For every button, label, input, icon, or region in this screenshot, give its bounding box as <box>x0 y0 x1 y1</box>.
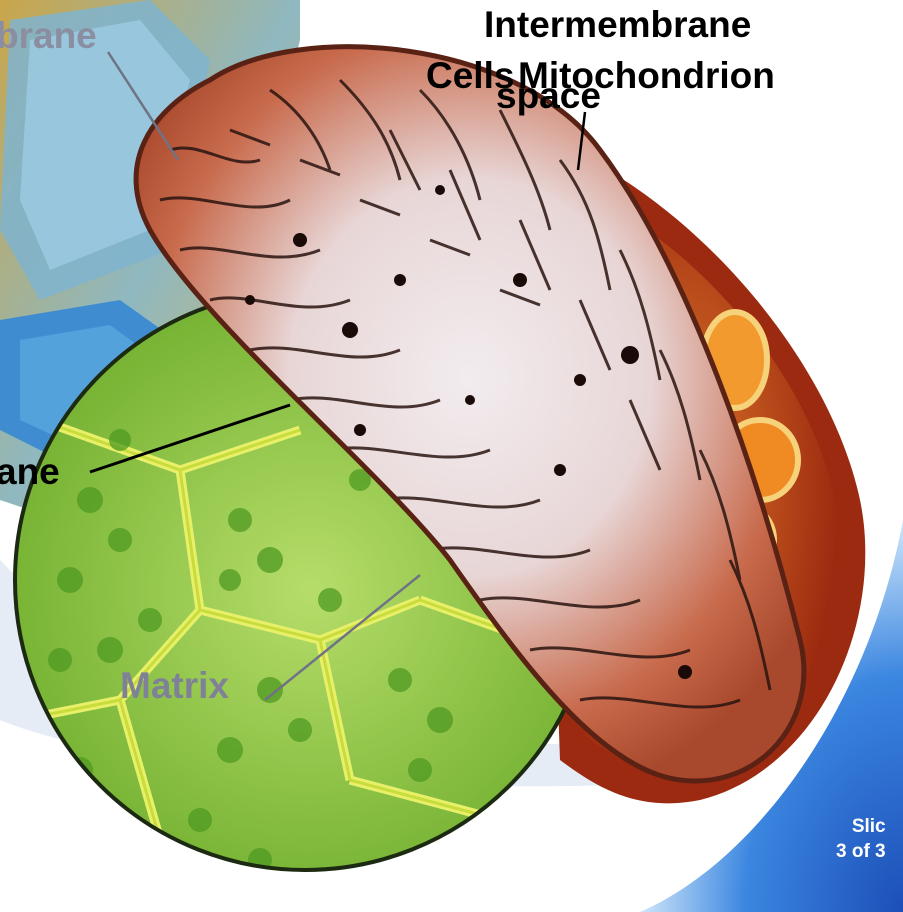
cells-label: Cells <box>426 57 514 94</box>
slide-number-line1: Slic <box>836 815 886 840</box>
slide-number: Slic 3 of 3 <box>836 815 886 864</box>
slide-number-line2: 3 of 3 <box>836 840 886 865</box>
intermembrane-label-line1: Intermembrane <box>484 6 751 43</box>
matrix-label: Matrix <box>120 667 229 704</box>
inner-membrane-label: ane <box>0 453 60 490</box>
mitochondrion-label: Mitochondrion <box>518 57 775 94</box>
membrane-label: brane <box>0 17 97 54</box>
